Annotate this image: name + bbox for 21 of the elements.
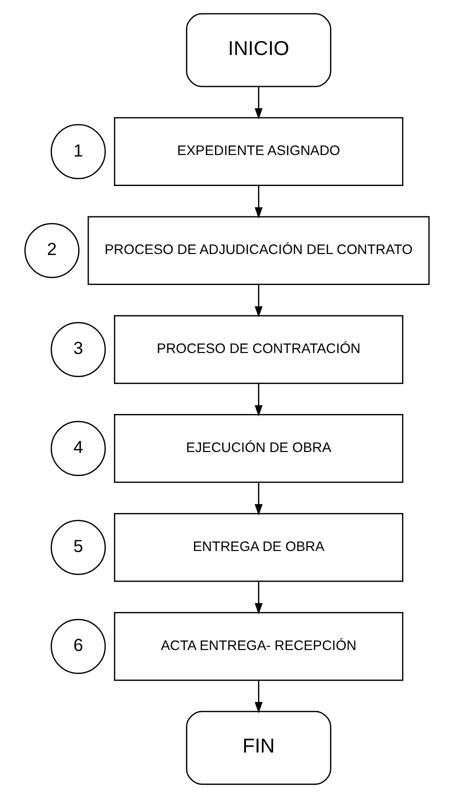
arrow [254,581,263,614]
node-box: PROCESO DE ADJUDICACIÓN DEL CONTRATO [88,216,430,286]
node-circle: 3 [50,322,106,378]
node-box: EXPEDIENTE ASIGNADO [114,117,404,186]
arrow [254,86,263,120]
node-circle: 4 [50,420,106,476]
node-circle: 1 [50,124,106,180]
node-circle: 2 [24,223,80,278]
arrow [254,383,263,416]
arrow [254,284,263,318]
node-box: ENTREGA DE OBRA [114,512,404,582]
node-circle: 5 [50,520,106,575]
node-box: ACTA ENTREGA- RECEPCIÓN [114,612,404,681]
arrow [254,680,263,714]
node-box: PROCESO DE CONTRATACIÓN [114,315,404,384]
node-box: EJECUCIÓN DE OBRA [114,414,404,483]
arrow [254,186,263,219]
node-box: INICIO [186,13,332,88]
node-box: FIN [186,710,332,785]
node-circle: 6 [50,618,106,674]
arrow [254,482,263,516]
